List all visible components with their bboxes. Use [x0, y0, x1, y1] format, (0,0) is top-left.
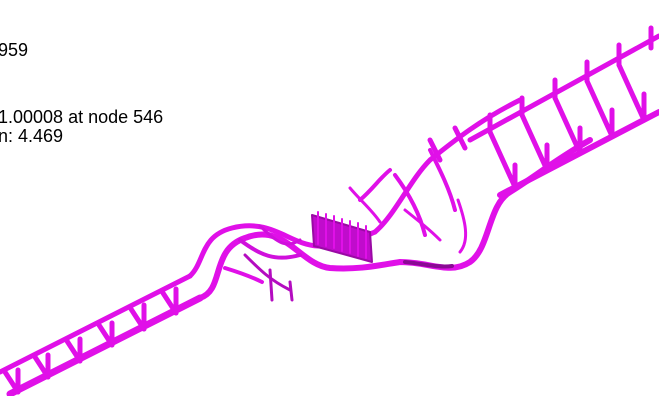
- info-line-3: n: 4.469: [0, 126, 64, 146]
- wave-section: [187, 97, 593, 302]
- info-line-2: 1.00008 at node 546: [0, 107, 164, 127]
- right-rungs: [427, 25, 654, 190]
- left-rail-section: [0, 273, 204, 396]
- info-line-1: 959: [0, 40, 29, 60]
- left-rungs: [2, 286, 179, 395]
